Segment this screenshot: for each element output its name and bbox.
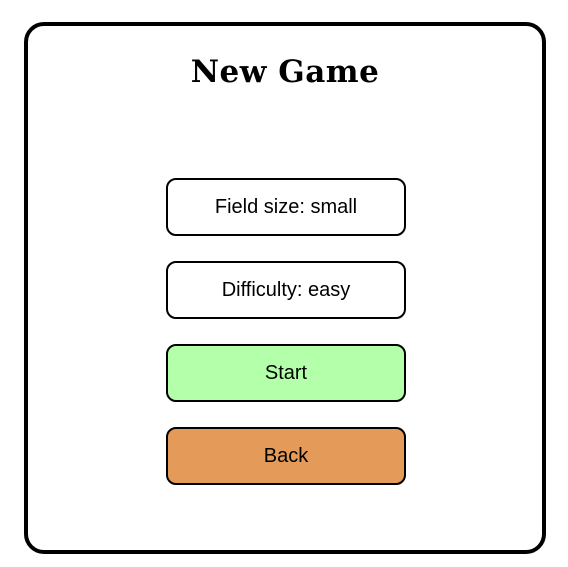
page-title: New Game xyxy=(190,54,380,90)
menu-buttons: Field size: small Difficulty: easy Start… xyxy=(166,178,406,510)
new-game-panel: New Game Field size: small Difficulty: e… xyxy=(24,22,546,554)
back-button[interactable]: Back xyxy=(166,427,406,485)
start-button[interactable]: Start xyxy=(166,344,406,402)
field-size-button[interactable]: Field size: small xyxy=(166,178,406,236)
difficulty-button[interactable]: Difficulty: easy xyxy=(166,261,406,319)
